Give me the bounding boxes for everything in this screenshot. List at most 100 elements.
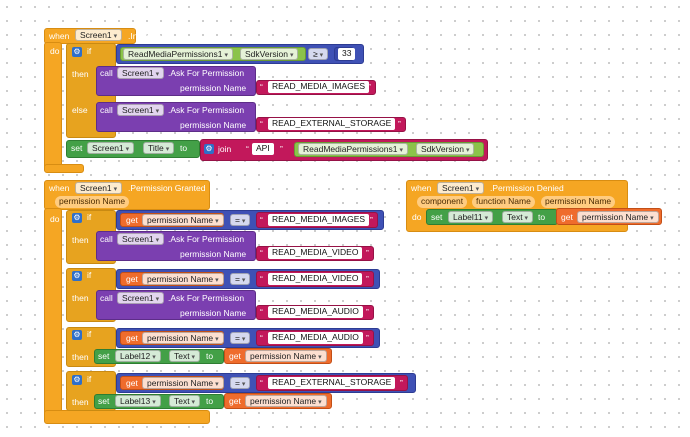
initialize-event-name: .Initialize xyxy=(128,31,162,41)
ask-permission-method: .Ask For Permission xyxy=(168,68,245,78)
number-value-33[interactable]: 33 xyxy=(338,48,356,60)
gte-operator-dropdown[interactable]: ≥ xyxy=(308,48,329,60)
then-keyword: then xyxy=(72,69,89,79)
eq-operator-dropdown[interactable]: = xyxy=(230,377,251,389)
label12-dropdown[interactable]: Label12 xyxy=(115,350,161,362)
to-keyword: to xyxy=(180,143,188,153)
text-value-read-media-audio[interactable]: READ_MEDIA_AUDIO xyxy=(268,332,363,344)
if-keyword: if xyxy=(87,270,92,280)
when-keyword: when xyxy=(411,183,432,193)
sdk-version-dropdown[interactable]: SdkVersion xyxy=(416,143,475,155)
get-keyword: get xyxy=(229,396,241,406)
permission-name-var-dropdown[interactable]: permission Name xyxy=(142,214,224,226)
permission-name-var-dropdown[interactable]: permission Name xyxy=(142,332,224,344)
permission-name-var-dropdown[interactable]: permission Name xyxy=(577,211,659,223)
title-property-dropdown[interactable]: Title xyxy=(143,142,175,154)
when-keyword: when xyxy=(49,183,70,193)
eq-operator-dropdown[interactable]: = xyxy=(230,214,251,226)
eq-operator-dropdown[interactable]: = xyxy=(230,332,251,344)
else-keyword: else xyxy=(72,105,88,115)
get-keyword: get xyxy=(561,212,573,222)
quote-open: “ xyxy=(260,215,263,225)
text-value-read-media-video[interactable]: READ_MEDIA_VIDEO xyxy=(268,247,363,259)
screen1-component-dropdown[interactable]: Screen1 xyxy=(75,29,123,41)
quote-close: ” xyxy=(366,333,369,343)
text-value-api[interactable]: API xyxy=(252,143,274,155)
text-value-read-external-storage[interactable]: READ_EXTERNAL_STORAGE xyxy=(268,377,396,389)
text-property-dropdown[interactable]: Text xyxy=(169,395,201,407)
quote-open: “ xyxy=(260,119,263,129)
text-value-read-media-audio[interactable]: READ_MEDIA_AUDIO xyxy=(268,306,363,318)
screen1-component-dropdown[interactable]: Screen1 xyxy=(437,182,485,194)
if-keyword: if xyxy=(87,329,92,339)
label11-dropdown[interactable]: Label11 xyxy=(448,211,494,223)
event-block-permission-granted-foot xyxy=(44,410,210,424)
screen1-set-dropdown[interactable]: Screen1 xyxy=(87,142,135,154)
gear-icon[interactable]: ⚙ xyxy=(72,330,82,340)
screen1-call-dropdown[interactable]: Screen1 xyxy=(117,67,165,79)
if-keyword: if xyxy=(87,46,92,56)
then-keyword: then xyxy=(72,293,89,303)
quote-open: “ xyxy=(260,333,263,343)
text-property-dropdown[interactable]: Text xyxy=(169,350,201,362)
param-permission-name[interactable]: permission Name xyxy=(541,196,616,208)
text-value-read-media-images[interactable]: READ_MEDIA_IMAGES xyxy=(268,214,370,226)
quote-close: ” xyxy=(400,378,403,388)
gear-icon[interactable]: ⚙ xyxy=(72,375,82,385)
to-keyword: to xyxy=(538,212,546,222)
text-property-dropdown[interactable]: Text xyxy=(502,211,534,223)
eq-operator-dropdown[interactable]: = xyxy=(230,273,251,285)
gear-icon[interactable]: ⚙ xyxy=(72,213,82,223)
label13-dropdown[interactable]: Label13 xyxy=(115,395,161,407)
quote-open: “ xyxy=(260,248,263,258)
get-keyword: get xyxy=(126,274,138,284)
permission-name-arg: permission Name xyxy=(180,120,247,130)
sdk-version-dropdown[interactable]: SdkVersion xyxy=(240,48,299,60)
to-keyword: to xyxy=(206,351,214,361)
get-keyword: get xyxy=(126,215,138,225)
screen1-component-dropdown[interactable]: Screen1 xyxy=(75,182,123,194)
permission-name-var-dropdown[interactable]: permission Name xyxy=(245,350,327,362)
ask-permission-method: .Ask For Permission xyxy=(168,105,245,115)
quote-close: ” xyxy=(368,82,371,92)
permission-name-var-dropdown[interactable]: permission Name xyxy=(245,395,327,407)
then-keyword: then xyxy=(72,397,89,407)
text-value-read-media-images[interactable]: READ_MEDIA_IMAGES xyxy=(268,81,370,93)
gear-icon[interactable]: ⚙ xyxy=(72,47,82,57)
gear-icon[interactable]: ⚙ xyxy=(72,271,82,281)
quote-close: ” xyxy=(366,307,369,317)
call-keyword: call xyxy=(100,105,113,115)
quote-open: “ xyxy=(260,274,263,284)
event-block-permission-granted-spine xyxy=(44,208,62,418)
permission-name-var-dropdown[interactable]: permission Name xyxy=(142,377,224,389)
permission-denied-event-name: .Permission Denied xyxy=(490,183,564,193)
get-keyword: get xyxy=(126,333,138,343)
join-keyword: join xyxy=(218,144,232,154)
ask-permission-method: .Ask For Permission xyxy=(168,293,245,303)
quote-close: ” xyxy=(370,215,373,225)
when-keyword: when xyxy=(49,31,70,41)
quote-open: “ xyxy=(246,144,249,154)
text-value-read-media-video[interactable]: READ_MEDIA_VIDEO xyxy=(268,273,363,285)
read-media-permissions-dropdown[interactable]: ReadMediaPermissions1 xyxy=(298,143,408,155)
screen1-call-dropdown[interactable]: Screen1 xyxy=(117,233,165,245)
quote-close: ” xyxy=(280,144,283,154)
screen1-call-dropdown[interactable]: Screen1 xyxy=(117,292,165,304)
quote-close: ” xyxy=(366,248,369,258)
param-component[interactable]: component xyxy=(417,196,468,208)
event-block-initialize-spine xyxy=(44,42,62,172)
permission-name-var-dropdown[interactable]: permission Name xyxy=(142,273,224,285)
param-function-name[interactable]: function Name xyxy=(472,196,535,208)
text-value-read-external-storage[interactable]: READ_EXTERNAL_STORAGE xyxy=(268,118,396,130)
if-block-4[interactable] xyxy=(66,371,116,411)
to-keyword: to xyxy=(206,396,214,406)
screen1-call-dropdown[interactable]: Screen1 xyxy=(117,104,165,116)
if-keyword: if xyxy=(87,212,92,222)
param-permission-name[interactable]: permission Name xyxy=(55,196,130,208)
gear-icon[interactable]: ⚙ xyxy=(204,144,214,154)
permission-name-arg: permission Name xyxy=(180,308,247,318)
read-media-permissions-dropdown[interactable]: ReadMediaPermissions1 xyxy=(123,48,233,60)
set-keyword: set xyxy=(71,143,83,153)
quote-close: ” xyxy=(398,119,401,129)
set-keyword: set xyxy=(98,396,110,406)
